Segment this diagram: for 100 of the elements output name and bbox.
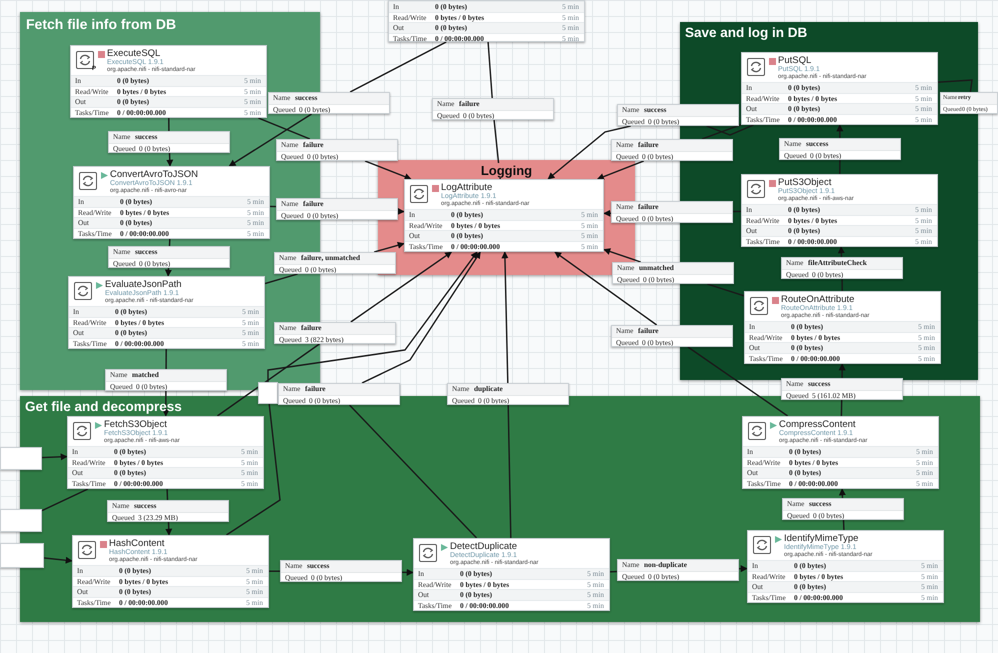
connection-line — [165, 349, 167, 369]
connection-arrow — [554, 251, 658, 326]
processor-name: FetchS3Object — [104, 419, 167, 430]
connection-arrow — [164, 268, 172, 277]
connection-label — [611, 325, 733, 347]
processor-card — [741, 174, 938, 247]
group-title: Save and log in DB — [685, 25, 808, 40]
connection-line — [168, 238, 170, 246]
connection-arrow — [362, 251, 481, 384]
connection-line — [706, 124, 754, 136]
processor-name: ExecuteSQL — [107, 48, 160, 59]
connection-arrow — [603, 210, 611, 217]
connection-arrow — [165, 522, 172, 536]
processor-card — [741, 52, 938, 125]
connection-arrow — [838, 488, 846, 498]
connection-line — [264, 273, 298, 284]
connection-arrow — [739, 565, 748, 572]
connection-line — [487, 42, 493, 98]
connection-line — [733, 210, 741, 212]
connection-line — [508, 404, 512, 538]
connection-arrow — [838, 363, 846, 378]
connection-label — [105, 369, 227, 391]
connection-arrow — [364, 160, 412, 180]
connection-arrow — [267, 251, 478, 382]
processor-name: IdentifyMimeType — [784, 533, 858, 544]
connection-line — [702, 124, 742, 140]
connection-line — [269, 570, 280, 572]
connection-arrow — [374, 242, 405, 253]
connection-arrow — [350, 251, 452, 323]
connection-arrow — [166, 152, 174, 167]
processor-card — [73, 166, 270, 239]
connection-line — [938, 79, 973, 92]
connection-line — [842, 520, 845, 530]
connection-arrow — [603, 248, 641, 263]
connection-arrow — [838, 246, 845, 258]
connection-label — [276, 139, 398, 161]
blank-connection-label — [258, 382, 278, 404]
processor-card — [68, 276, 265, 349]
connection-label — [779, 138, 901, 160]
connection-arrow — [596, 160, 644, 180]
connection-label — [612, 262, 734, 284]
connection-line — [226, 404, 281, 536]
processor-name: PutS3Object — [778, 177, 832, 188]
connection-label — [276, 198, 398, 220]
connection-label — [280, 560, 402, 582]
connection-arrow — [162, 391, 170, 417]
connection-arrow — [836, 124, 844, 138]
connection-line — [349, 404, 478, 538]
connection-label — [611, 139, 733, 161]
connection-label — [108, 131, 230, 153]
connection-line — [166, 488, 168, 500]
processor-name: PutSQL — [778, 55, 812, 66]
processor-card — [413, 538, 610, 611]
blank-connection-label — [0, 509, 42, 532]
connection-arrow — [402, 568, 414, 576]
connection-arrow — [42, 453, 68, 460]
connection-label — [274, 252, 396, 274]
processor-card — [404, 179, 604, 252]
processor-name: RouteOnAttribute — [781, 294, 854, 305]
processor-name: ConvertAvroToJSON — [110, 169, 198, 180]
connection-line — [839, 160, 841, 174]
connection-label — [107, 500, 229, 522]
processor-card — [388, 0, 585, 42]
processor-card — [747, 530, 944, 603]
connection-label — [611, 201, 733, 223]
connection-arrow — [228, 113, 312, 167]
connection-arrow — [44, 556, 73, 564]
processor-name: HashContent — [109, 538, 164, 549]
connection-label — [278, 383, 400, 405]
connection-line — [841, 279, 843, 291]
connection-label — [940, 92, 998, 114]
processor-name: LogAttribute — [441, 182, 492, 193]
connection-line — [688, 346, 788, 417]
blank-connection-label — [0, 543, 44, 568]
connection-label — [268, 92, 390, 114]
connection-label — [782, 498, 904, 520]
connection-line — [610, 570, 618, 572]
connection-line — [216, 343, 320, 417]
processor-card — [72, 535, 269, 608]
connection-line — [168, 118, 170, 131]
connection-label — [108, 246, 230, 268]
connection-line — [840, 400, 842, 416]
connection-label — [447, 383, 569, 405]
connection-label — [432, 98, 554, 120]
connection-label — [781, 257, 903, 279]
processor-card — [70, 45, 267, 118]
connection-line — [350, 41, 447, 93]
processor-name: DetectDuplicate — [450, 541, 518, 552]
connection-label — [617, 559, 739, 581]
connection-arrow — [501, 251, 508, 384]
processor-name: CompressContent — [779, 419, 856, 430]
connection-label — [617, 104, 739, 126]
processor-card — [67, 416, 264, 489]
group-title: Get file and decompress — [25, 399, 182, 414]
processor-name: EvaluateJsonPath — [105, 279, 182, 290]
processor-card — [744, 291, 941, 364]
connection-arrow — [398, 208, 405, 215]
blank-connection-label — [0, 447, 42, 470]
connection-label — [274, 322, 396, 344]
connection-label — [781, 378, 903, 400]
